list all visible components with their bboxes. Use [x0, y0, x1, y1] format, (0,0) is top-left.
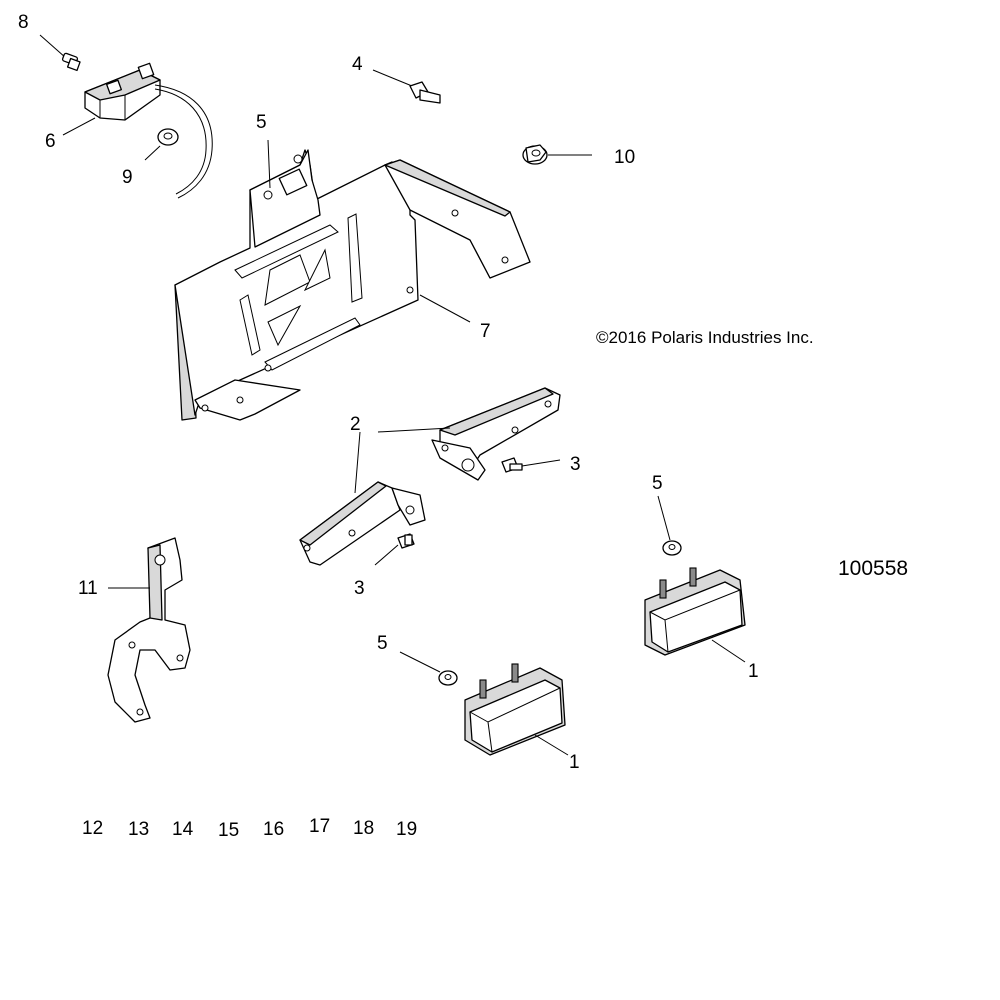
callout-5-top: 5 [256, 112, 267, 133]
unplaced-part-14: 14 [172, 819, 194, 840]
unplaced-part-17: 17 [309, 816, 330, 837]
part-7-mount-bracket [174, 139, 531, 421]
leader-5c [399, 651, 441, 673]
leader-3b [374, 544, 399, 566]
callout-3-right: 3 [570, 454, 581, 475]
callout-9: 9 [122, 167, 133, 188]
unplaced-part-16: 16 [263, 819, 284, 840]
part-2-hinge-lower [299, 431, 426, 566]
callout-6: 6 [45, 131, 56, 152]
diagram-reference-number: 100558 [838, 557, 908, 580]
leader-2b [354, 431, 361, 494]
callout-5-right: 5 [652, 473, 663, 494]
callout-1-right: 1 [748, 661, 759, 682]
callout-8: 8 [18, 12, 29, 33]
callout-10: 10 [614, 147, 635, 168]
unplaced-part-18: 18 [353, 818, 374, 839]
callout-2: 2 [350, 414, 361, 435]
leader-7 [419, 294, 471, 323]
part-8-screw [39, 34, 81, 72]
unplaced-part-15: 15 [218, 820, 239, 841]
part-4-bolt [372, 69, 441, 104]
leader-6 [62, 117, 96, 136]
leader-2a [377, 427, 451, 433]
copyright-text: ©2016 Polaris Industries Inc. [596, 328, 814, 347]
leader-3a [521, 459, 561, 467]
callout-1-bottom: 1 [569, 752, 580, 773]
unplaced-part-12: 12 [82, 818, 103, 839]
leader-1a [711, 639, 746, 663]
leader-9 [144, 145, 161, 161]
leader-5a [267, 139, 271, 189]
part-3-screws [374, 457, 561, 566]
part-11-c-bracket [107, 537, 191, 723]
leader-1b [534, 734, 569, 756]
part-2-hinge-upper [377, 387, 561, 481]
callout-5-bottom: 5 [377, 633, 388, 654]
part-9-spacer [144, 128, 179, 161]
callout-11: 11 [78, 578, 98, 599]
leader-4 [372, 69, 413, 87]
part-10-flange-nut [522, 144, 592, 165]
callout-7: 7 [480, 321, 491, 342]
leader-8 [39, 34, 67, 59]
unplaced-part-19: 19 [396, 819, 417, 840]
callout-4: 4 [352, 54, 363, 75]
callout-3-left: 3 [354, 578, 365, 599]
part-1-light-right [644, 567, 746, 663]
part-5-nuts [399, 495, 682, 686]
part-1-light-left [464, 663, 569, 756]
part-6-light-housing [62, 62, 213, 199]
leader-5b [657, 495, 671, 541]
unplaced-part-13: 13 [128, 819, 149, 840]
